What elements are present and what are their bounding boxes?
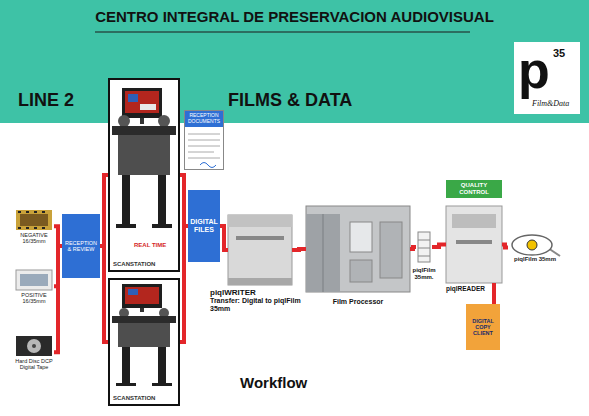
thumbnail-spacer	[14, 334, 54, 358]
machine-label: piqlREADER	[446, 285, 502, 292]
logo-letter: p	[518, 44, 550, 96]
client-copy-box: DIGITAL COPY CLIENT	[466, 304, 500, 350]
flow-connector	[54, 226, 62, 246]
box-text: RECEPTION & REVIEW	[63, 240, 99, 253]
flow-connector	[100, 175, 108, 246]
machine-caption: piqlFilm 35mm.	[404, 267, 444, 281]
flow-connector	[180, 226, 188, 342]
source-thumbnail: POSITIVE 16/35mm	[14, 268, 54, 305]
source-thumbnail: NEGATIVE 16/35mm	[14, 208, 54, 245]
thumbnail-spacer	[14, 208, 54, 232]
box-text: DIGITAL FILES	[189, 218, 219, 234]
scanner-caption: SCANSTATION	[113, 261, 175, 268]
line-label: LINE 2	[18, 90, 74, 111]
reception-box: RECEPTION & REVIEW	[62, 214, 100, 278]
thumbnail-spacer	[14, 268, 54, 292]
machine-label: piqlFilm 35mm.	[404, 267, 444, 281]
source-thumbnail: Hard Disc DCP Digital Tape	[14, 334, 54, 371]
flow-connector	[492, 283, 496, 304]
scanner-station: SCANSTATION	[108, 278, 180, 406]
thumbnail-caption: NEGATIVE 16/35mm	[14, 232, 54, 245]
box-text: QUALITY CONTROL	[447, 182, 501, 196]
box-text: DIGITAL COPY CLIENT	[467, 318, 499, 337]
scanner-label: SCANSTATION	[113, 261, 175, 268]
flow-connector	[502, 245, 508, 248]
film-processor: Film Processor	[306, 206, 410, 292]
thumbnail-caption: piqlFilm 35mm	[508, 256, 562, 263]
machine-caption: Film Processor	[306, 298, 410, 306]
flow-connector	[432, 245, 446, 248]
flow-connector	[54, 246, 62, 352]
page-title: CENTRO INTEGRAL DE PRESERVACION AUDIOVIS…	[0, 8, 589, 25]
section-label: FILMS & DATA	[228, 90, 352, 111]
machine-caption: piqlREADER	[446, 285, 502, 292]
scanner-caption: SCANSTATION	[113, 395, 175, 402]
film-reel: piqlFilm 35mm	[508, 232, 562, 263]
quality-control-box: QUALITY CONTROL	[446, 180, 502, 198]
scanner-label: SCANSTATION	[113, 395, 175, 402]
machine-label: piqlWRITER	[210, 288, 310, 297]
thumbnail-caption: POSITIVE 16/35mm	[14, 292, 54, 305]
machine-label: Transfer: Digital to piqlFilm 35mm	[210, 297, 310, 313]
flow-connector	[180, 175, 188, 226]
logo-number: 35	[553, 48, 565, 59]
machine-label: Film Processor	[306, 298, 410, 306]
digital-files-box: DIGITAL FILES	[188, 190, 220, 262]
real-time-note: REAL TIME	[134, 242, 166, 248]
logo-text: Film&Data	[532, 100, 569, 108]
flow-connector	[220, 226, 228, 250]
document-header: RECEPTION DOCUMENTS	[185, 111, 223, 127]
flow-connector	[292, 249, 306, 250]
diagram-caption: Workflow	[240, 374, 307, 391]
machine-caption: piqlWRITERTransfer: Digital to piqlFilm …	[210, 288, 310, 313]
film-stack: piqlFilm 35mm.	[416, 230, 432, 264]
document-icon: RECEPTION DOCUMENTS	[184, 110, 224, 170]
thumbnail-caption: Hard Disc DCP Digital Tape	[14, 358, 54, 371]
flow-connector	[100, 246, 108, 342]
writer-machine: piqlWRITERTransfer: Digital to piqlFilm …	[228, 215, 292, 285]
thumbnail-spacer	[508, 232, 562, 256]
reader-machine: piqlREADER	[446, 206, 502, 283]
flow-connector	[410, 247, 416, 249]
